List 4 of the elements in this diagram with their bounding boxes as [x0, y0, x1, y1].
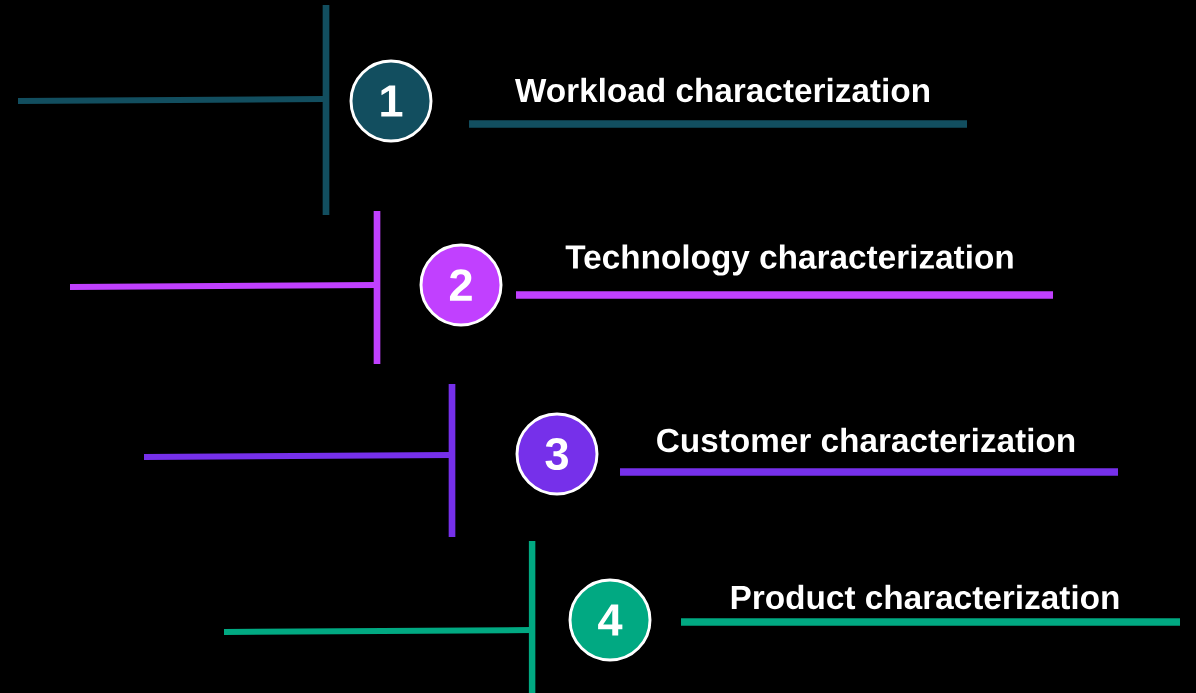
heading: Product characterization — [731, 584, 1119, 610]
heading: Technology characterization — [565, 244, 1013, 276]
heading: Workload characterization — [514, 77, 929, 103]
heading: Customer characterization — [657, 427, 1075, 453]
